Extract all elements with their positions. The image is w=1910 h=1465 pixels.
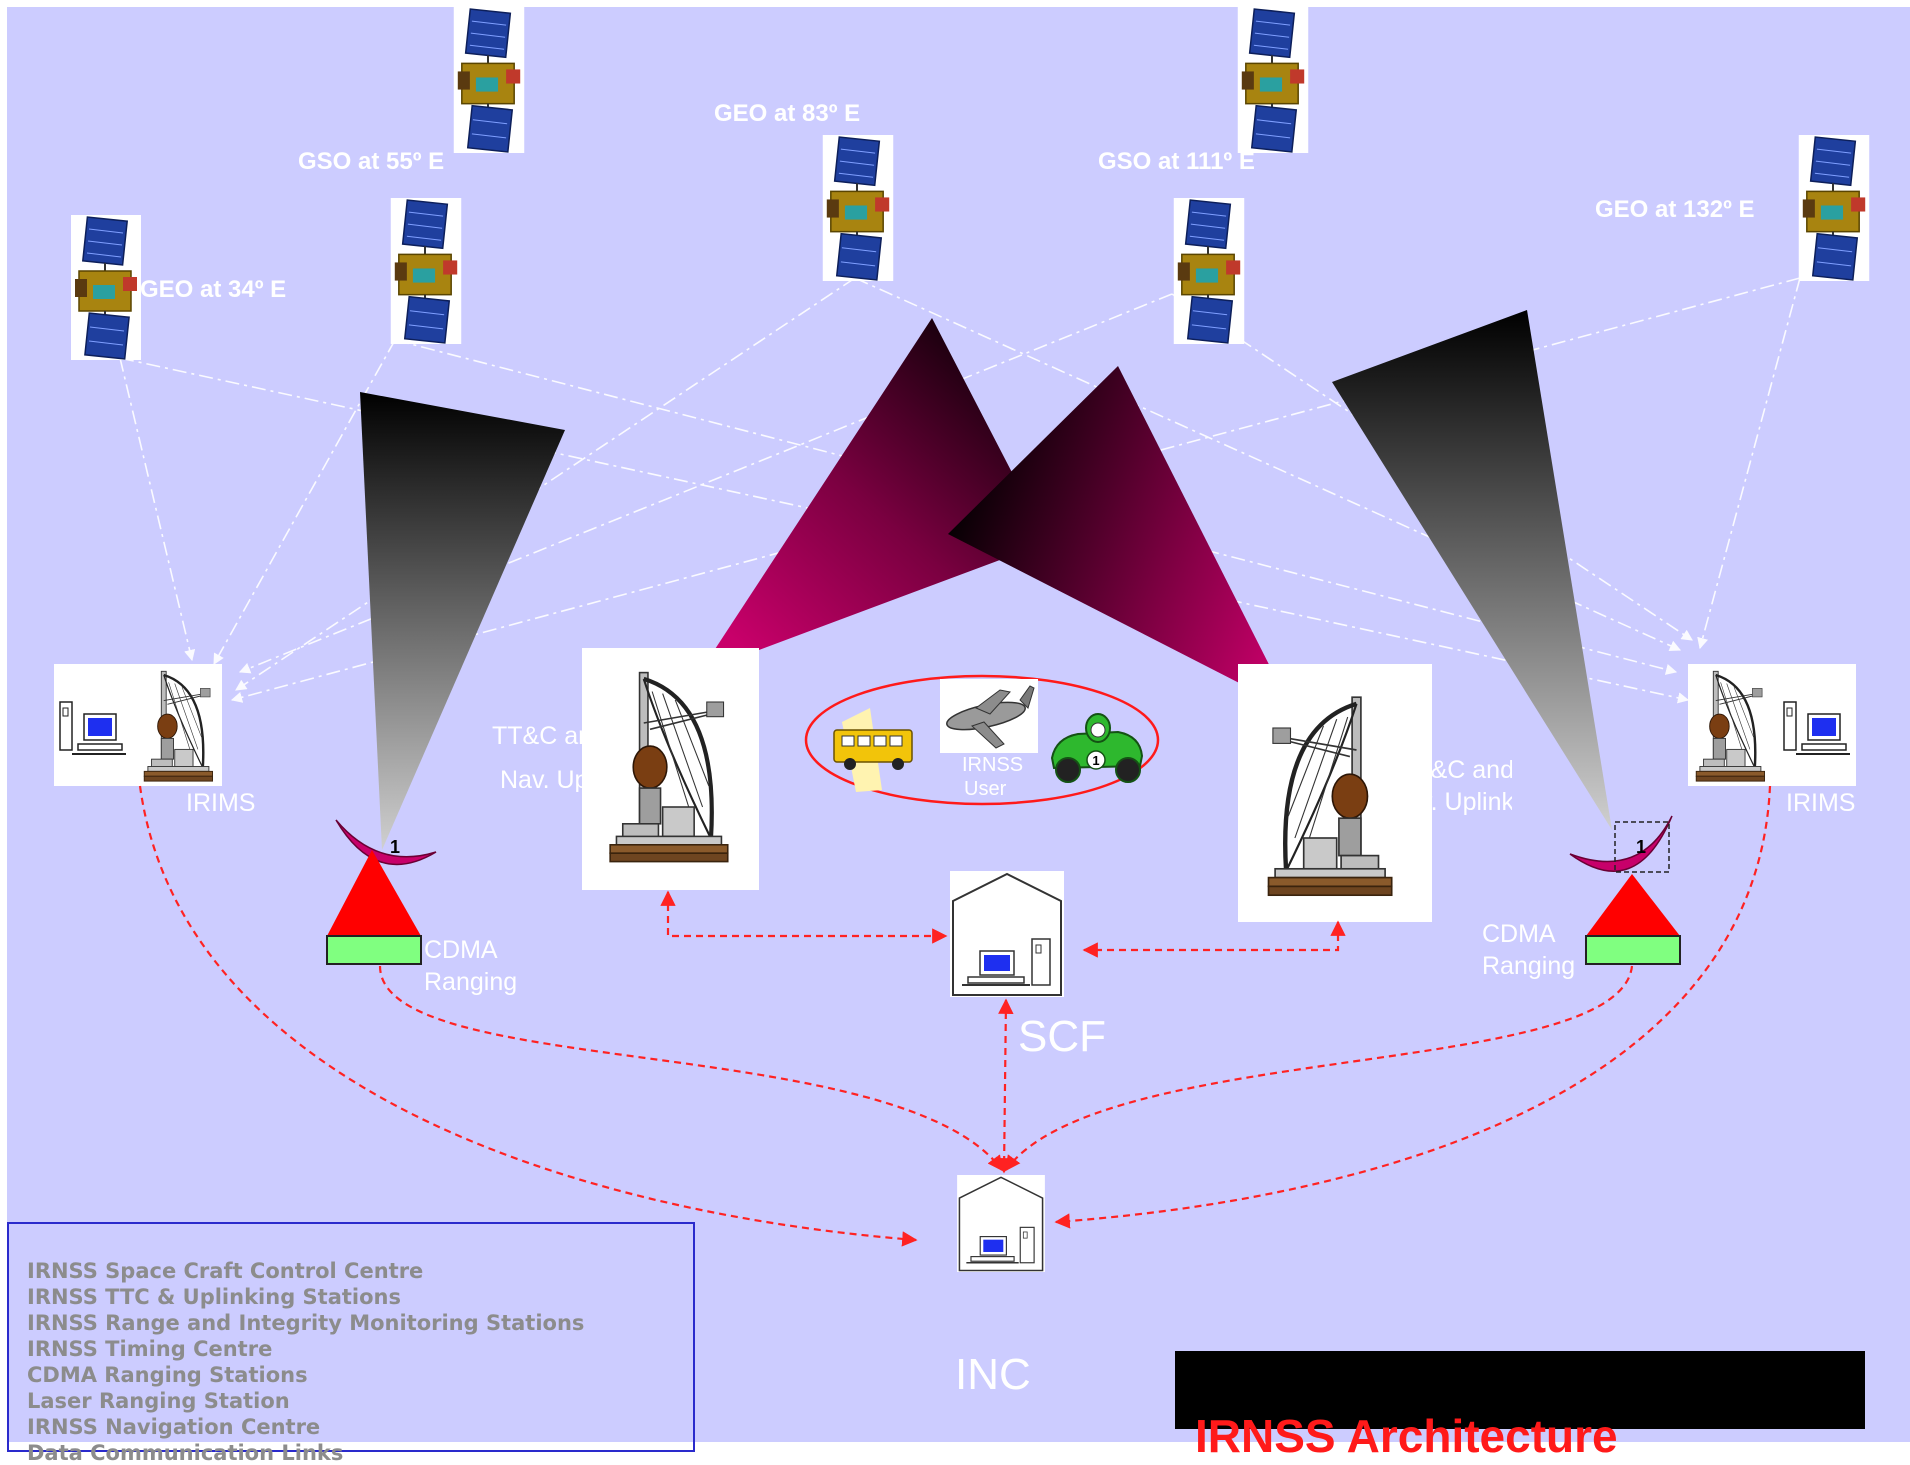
label-geo-83e: GEO at 83º E bbox=[714, 100, 861, 127]
satellite-geo-83e bbox=[822, 135, 894, 281]
label-ttc-right: TT&C and Nav. Uplink bbox=[1432, 756, 1512, 816]
legend-item: IRNSS Timing Centre bbox=[27, 1337, 273, 1361]
satellite-gso-111e bbox=[1173, 198, 1245, 344]
legend-item: IRNSS Navigation Centre bbox=[27, 1415, 321, 1439]
laser-station-number-right: 1 bbox=[1636, 837, 1646, 857]
label-cdma-left-line2: Ranging bbox=[424, 968, 518, 996]
label-irnss-user-line1: IRNSS bbox=[962, 754, 1024, 776]
race-car-number: 1 bbox=[1092, 753, 1099, 768]
label-cdma-left-line1: CDMA bbox=[424, 936, 498, 964]
satellite-geo-34e bbox=[70, 215, 142, 360]
race-car-icon: 1 bbox=[1050, 713, 1144, 783]
diagram-title: IRNSS Architecture bbox=[1195, 1410, 1618, 1462]
satellite-gso-top-left bbox=[453, 7, 525, 153]
airplane-icon bbox=[940, 679, 1038, 753]
bus-icon bbox=[833, 708, 913, 792]
title-banner: IRNSS Architecture bbox=[1175, 1351, 1865, 1462]
label-cdma-right-line1: CDMA bbox=[1482, 920, 1556, 948]
legend-item: CDMA Ranging Stations bbox=[27, 1363, 308, 1387]
label-ttc-left-line2: Nav. Uplink bbox=[500, 766, 582, 792]
ttc-station-left bbox=[582, 648, 759, 890]
label-geo-34e: GEO at 34º E bbox=[140, 276, 287, 303]
legend-box: IRNSS Space Craft Control Centre IRNSS T… bbox=[7, 1222, 695, 1465]
label-cdma-right-line2: Ranging bbox=[1482, 952, 1576, 980]
ttc-station-right bbox=[1238, 664, 1432, 922]
irnss-user-region bbox=[804, 674, 1160, 806]
legend-item: IRNSS Range and Integrity Monitoring Sta… bbox=[27, 1311, 585, 1335]
legend-item: Laser Ranging Station bbox=[27, 1389, 290, 1413]
legend-item: Data Communication Links bbox=[27, 1441, 344, 1465]
laser-ranging-dish-left: 1 bbox=[335, 819, 437, 866]
scf-building bbox=[950, 871, 1064, 997]
irims-station-left bbox=[54, 664, 222, 786]
uplink-beam-left bbox=[700, 318, 1048, 672]
satellite-gso-55e bbox=[390, 198, 462, 344]
cdma-station-left bbox=[326, 850, 422, 965]
label-ttc-left-line1: TT&C and bbox=[492, 722, 582, 750]
label-inc: INC bbox=[955, 1350, 1031, 1399]
satellite-gso-top-right bbox=[1237, 7, 1309, 153]
label-scf: SCF bbox=[1018, 1012, 1106, 1061]
label-irims-right: IRIMS bbox=[1786, 789, 1856, 817]
legend-item: IRNSS Space Craft Control Centre bbox=[27, 1259, 424, 1283]
label-irims-left: IRIMS bbox=[186, 789, 256, 817]
laser-beam-left bbox=[360, 392, 565, 850]
uplink-beam-right bbox=[948, 366, 1292, 710]
legend-item: IRNSS TTC & Uplinking Stations bbox=[27, 1285, 401, 1309]
label-ttc-right-line2: Nav. Uplink bbox=[1432, 788, 1512, 816]
inc-building bbox=[956, 1175, 1046, 1272]
satellite-geo-132e bbox=[1798, 135, 1870, 281]
label-ttc-right-line1: TT&C and bbox=[1432, 756, 1512, 784]
irims-station-right bbox=[1688, 664, 1856, 786]
laser-ranging-dish-right: 1 bbox=[1569, 815, 1673, 873]
label-gso-55e: GSO at 55º E bbox=[298, 148, 445, 175]
label-gso-111e: GSO at 111º E bbox=[1098, 148, 1255, 175]
data-communication-links bbox=[138, 785, 1772, 1247]
label-ttc-left: TT&C and Nav. Uplink bbox=[492, 722, 582, 792]
laser-beam-right bbox=[1332, 310, 1612, 830]
cdma-station-right bbox=[1585, 874, 1681, 965]
label-irnss-user-line2: User bbox=[964, 778, 1007, 800]
laser-station-number-left: 1 bbox=[390, 837, 400, 857]
label-geo-132e: GEO at 132º E bbox=[1595, 196, 1755, 223]
